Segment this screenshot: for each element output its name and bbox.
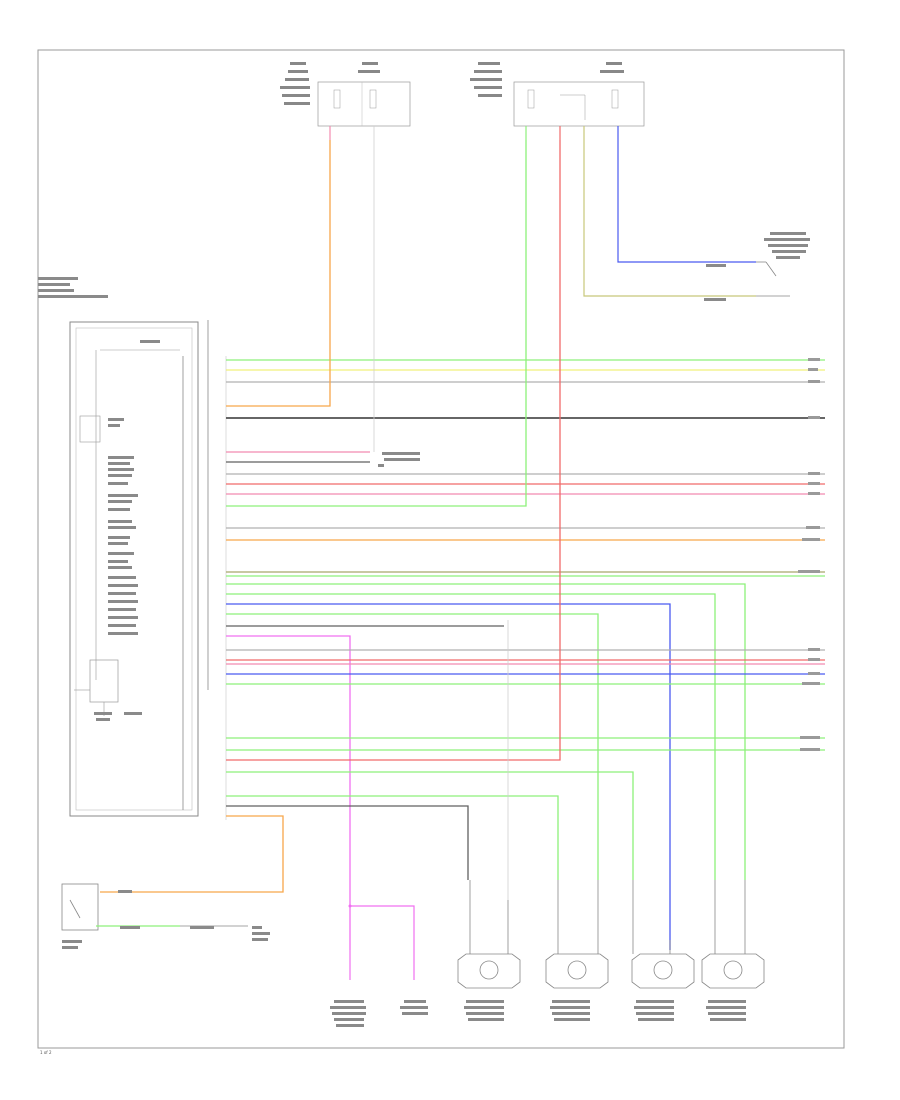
fuse-box-left <box>317 81 411 127</box>
right-wire-tags <box>798 358 820 751</box>
wheel-sensor-1 <box>457 880 521 989</box>
bottom-left-labels <box>62 890 270 949</box>
switch-upper-right <box>756 261 790 297</box>
module-labels <box>38 277 160 721</box>
fuse-labels <box>280 62 624 105</box>
footer-text: 1 of 2 <box>40 1050 52 1055</box>
bottom-labels <box>330 1000 746 1027</box>
control-module <box>69 321 199 817</box>
lower-connectors <box>348 904 415 980</box>
fuse-box-right <box>513 81 645 127</box>
wire-bundle <box>100 140 825 950</box>
wheel-sensor-2 <box>545 880 609 989</box>
switch-labels <box>704 232 810 301</box>
diagram-border <box>37 49 845 1049</box>
fuse-feeds <box>329 126 756 900</box>
bottom-left-switch <box>61 883 248 931</box>
wheel-sensor-3 <box>631 880 695 989</box>
mid-connector-label <box>378 452 420 467</box>
wheel-sensor-4 <box>701 880 765 989</box>
connector-column <box>182 320 227 820</box>
